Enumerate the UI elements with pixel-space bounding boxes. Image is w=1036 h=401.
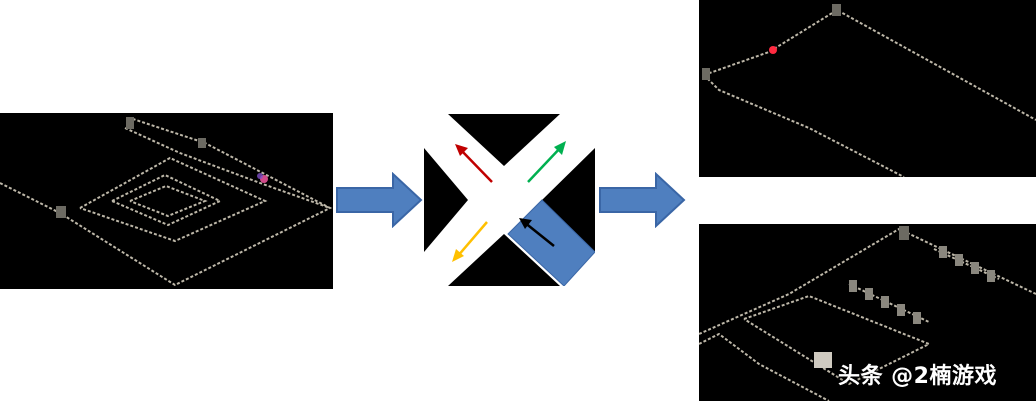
map-original — [0, 113, 333, 289]
watermark: 头条 @2楠游戏 — [838, 364, 997, 389]
x-cross-diagram — [424, 114, 595, 286]
flow-arrow-1 — [336, 172, 423, 228]
map-result-top-lines — [702, 4, 1036, 177]
map-result-bottom — [699, 224, 1036, 401]
flow-arrow-2 — [599, 172, 686, 228]
map-result-bottom-lines — [699, 226, 1036, 401]
map-result-top — [699, 0, 1036, 177]
map-original-lines — [0, 117, 333, 287]
rotation-diagram — [424, 114, 595, 286]
